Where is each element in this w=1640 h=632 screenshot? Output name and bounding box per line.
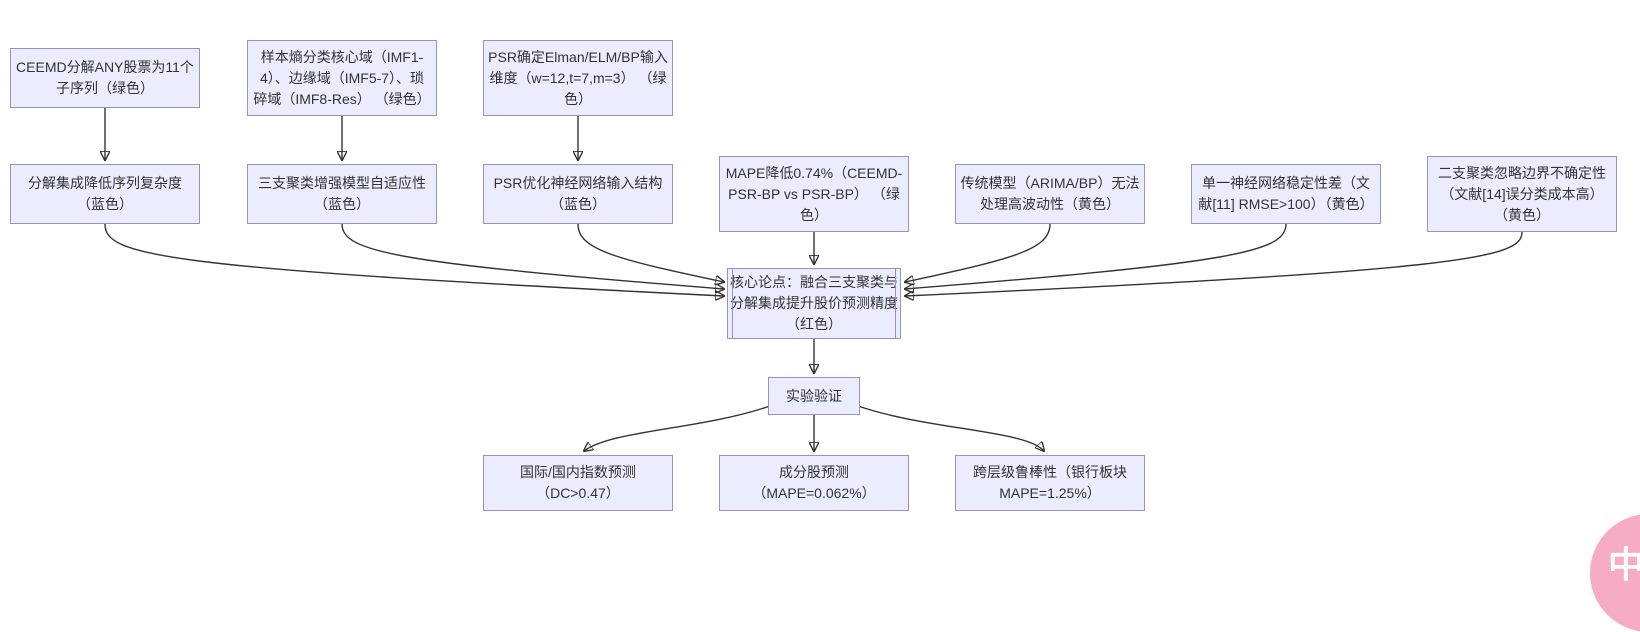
- node-label: PSR优化神经网络输入结构 （蓝色）: [493, 175, 663, 212]
- node-cross-level-robustness: 跨层级鲁棒性（银行板块 MAPE=1.25%）: [955, 455, 1145, 511]
- node-label: 分解集成降低序列复杂度 （蓝色）: [28, 175, 182, 212]
- node-label: 二支聚类忽略边界不确定性 （文献[14]误分类成本高） （黄色）: [1438, 164, 1606, 223]
- edge-decomp-core: [104, 223, 724, 296]
- edge-psropt-core: [577, 223, 724, 282]
- edge-threeway-core: [341, 223, 724, 289]
- edge-layer: [0, 108, 1523, 574]
- node-mape-reduction: MAPE降低0.74%（CEEMD- PSR-BP vs PSR-BP） （绿 …: [719, 156, 909, 232]
- node-component-stock-prediction: 成分股预测 （MAPE=0.062%）: [719, 455, 909, 511]
- edge-traditional-core: [905, 223, 1051, 282]
- node-label: 核心论点：融合三支聚类与 分解集成提升股价预测精度 （红色）: [730, 274, 898, 332]
- node-single-nn-instability: 单一神经网络稳定性差（文 献[11] RMSE>100）（黄色）: [1191, 164, 1381, 224]
- node-label: 成分股预测 （MAPE=0.062%）: [752, 464, 876, 501]
- node-label: 单一神经网络稳定性差（文 献[11] RMSE>100）（黄色）: [1198, 175, 1374, 212]
- edge-experiment-indexpred: [584, 405, 771, 451]
- node-index-prediction: 国际/国内指数预测 （DC>0.47）: [483, 455, 673, 511]
- edge-singlenn-core: [905, 223, 1287, 289]
- flowchart-canvas: CEEMD分解ANY股票为11个 子序列（绿色） 样本熵分类核心域（IMF1- …: [0, 40, 1640, 632]
- edge-experiment-robustness: [857, 405, 1044, 451]
- node-label: 实验验证: [786, 387, 842, 404]
- node-label: 国际/国内指数预测 （DC>0.47）: [520, 464, 636, 501]
- node-label: 三支聚类增强模型自适应性 （蓝色）: [258, 175, 426, 212]
- node-label: 跨层级鲁棒性（银行板块 MAPE=1.25%）: [973, 464, 1127, 501]
- node-core-thesis: 核心论点：融合三支聚类与 分解集成提升股价预测精度 （红色）: [727, 268, 901, 339]
- node-experiment-validation: 实验验证: [768, 377, 860, 415]
- node-decomposition-ensemble: 分解集成降低序列复杂度 （蓝色）: [10, 164, 200, 224]
- node-psr-optimization: PSR优化神经网络输入结构 （蓝色）: [483, 164, 673, 224]
- node-traditional-models: 传统模型（ARIMA/BP）无法 处理高波动性（黄色）: [955, 164, 1145, 224]
- node-label: PSR确定Elman/ELM/BP输入 维度（w=12,t=7,m=3） （绿 …: [488, 48, 668, 107]
- node-sample-entropy: 样本熵分类核心域（IMF1- 4）、边缘域（IMF5-7）、琐 碎域（IMF8-…: [247, 40, 437, 116]
- node-threeway-clustering: 三支聚类增强模型自适应性 （蓝色）: [247, 164, 437, 224]
- node-label: 传统模型（ARIMA/BP）无法 处理高波动性（黄色）: [960, 175, 1140, 212]
- node-label: MAPE降低0.74%（CEEMD- PSR-BP vs PSR-BP） （绿 …: [725, 164, 903, 223]
- node-psr-input-dimension: PSR确定Elman/ELM/BP输入 维度（w=12,t=7,m=3） （绿 …: [483, 40, 673, 116]
- translate-badge-label: 中A: [1608, 544, 1640, 585]
- node-label: 样本熵分类核心域（IMF1- 4）、边缘域（IMF5-7）、琐 碎域（IMF8-…: [253, 48, 431, 107]
- node-twoway-clustering-limit: 二支聚类忽略边界不确定性 （文献[14]误分类成本高） （黄色）: [1427, 156, 1617, 232]
- node-ceemd-decomposition: CEEMD分解ANY股票为11个 子序列（绿色）: [10, 48, 200, 108]
- node-label: CEEMD分解ANY股票为11个 子序列（绿色）: [16, 59, 194, 96]
- edge-twoway-core: [905, 231, 1523, 296]
